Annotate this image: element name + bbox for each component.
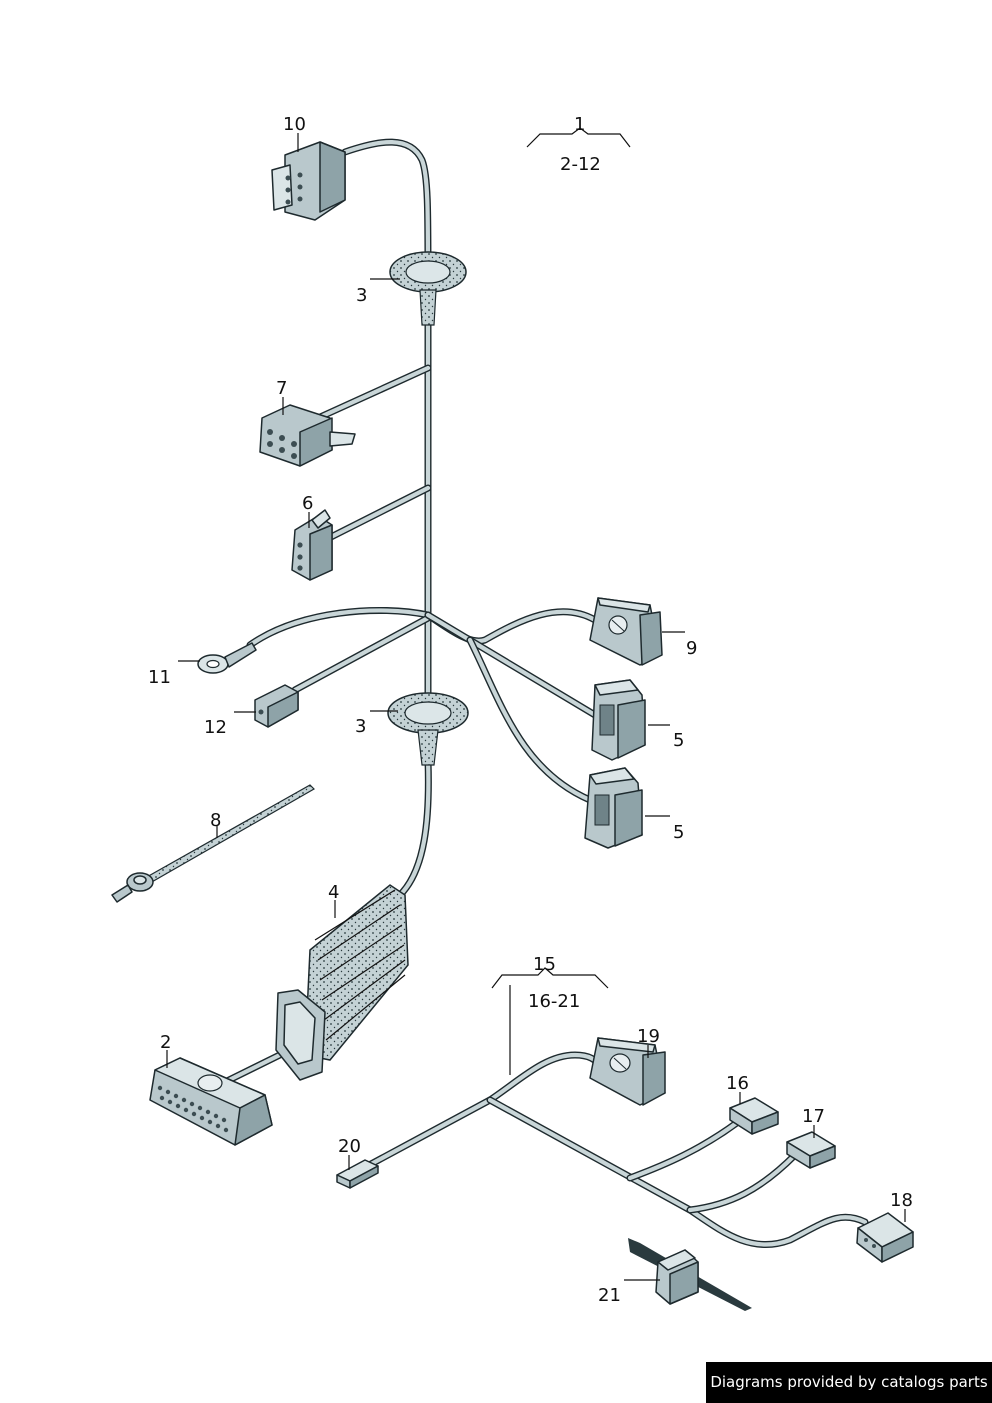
- label-5-lower: 5: [673, 822, 684, 843]
- footer-credit: Diagrams provided by catalogs parts: [706, 1362, 992, 1403]
- label-19: 19: [637, 1026, 660, 1047]
- label-20: 20: [338, 1136, 361, 1157]
- label-8: 8: [210, 810, 221, 831]
- label-21: 21: [598, 1285, 621, 1306]
- connector-7: [259, 404, 356, 467]
- connector-10: [271, 141, 346, 221]
- leader-lines: [166, 127, 906, 1281]
- connector-16: [729, 1097, 779, 1135]
- label-17: 17: [802, 1106, 825, 1127]
- clip-21: [628, 1238, 752, 1311]
- part-labels: 1 2-12 10 3 7 6 9 11 12 3 5 5 8 4 15 16-…: [148, 114, 913, 1306]
- label-15: 15: [533, 954, 556, 975]
- label-12: 12: [204, 717, 227, 738]
- connector-12: [254, 684, 299, 728]
- label-1-range: 2-12: [560, 154, 601, 175]
- grommet-3-lower: [387, 692, 469, 766]
- label-9: 9: [686, 638, 697, 659]
- connector-2: [149, 1057, 273, 1146]
- main-harness-wires: [221, 138, 599, 1086]
- label-2: 2: [160, 1032, 171, 1053]
- connector-9: [589, 597, 663, 666]
- label-16: 16: [726, 1073, 749, 1094]
- label-3-lower: 3: [355, 716, 366, 737]
- label-5-upper: 5: [673, 730, 684, 751]
- connector-6: [291, 509, 333, 581]
- label-4: 4: [328, 882, 339, 903]
- label-3-upper: 3: [356, 285, 367, 306]
- bellows-boot-4: [275, 884, 409, 1081]
- connector-19: [589, 1037, 666, 1106]
- label-7: 7: [276, 378, 287, 399]
- ring-terminal-11: [197, 642, 257, 674]
- label-18: 18: [890, 1190, 913, 1211]
- cable-tie-8: [111, 784, 315, 903]
- connector-20: [336, 1159, 379, 1189]
- label-10: 10: [283, 114, 306, 135]
- connector-5-upper: [591, 679, 646, 761]
- label-15-range: 16-21: [528, 991, 580, 1012]
- connector-17: [786, 1131, 836, 1169]
- connector-18: [856, 1212, 914, 1263]
- grommet-3-upper: [389, 251, 467, 326]
- connector-5-lower: [584, 767, 643, 849]
- label-11: 11: [148, 667, 171, 688]
- label-1: 1: [574, 114, 585, 135]
- label-6: 6: [302, 493, 313, 514]
